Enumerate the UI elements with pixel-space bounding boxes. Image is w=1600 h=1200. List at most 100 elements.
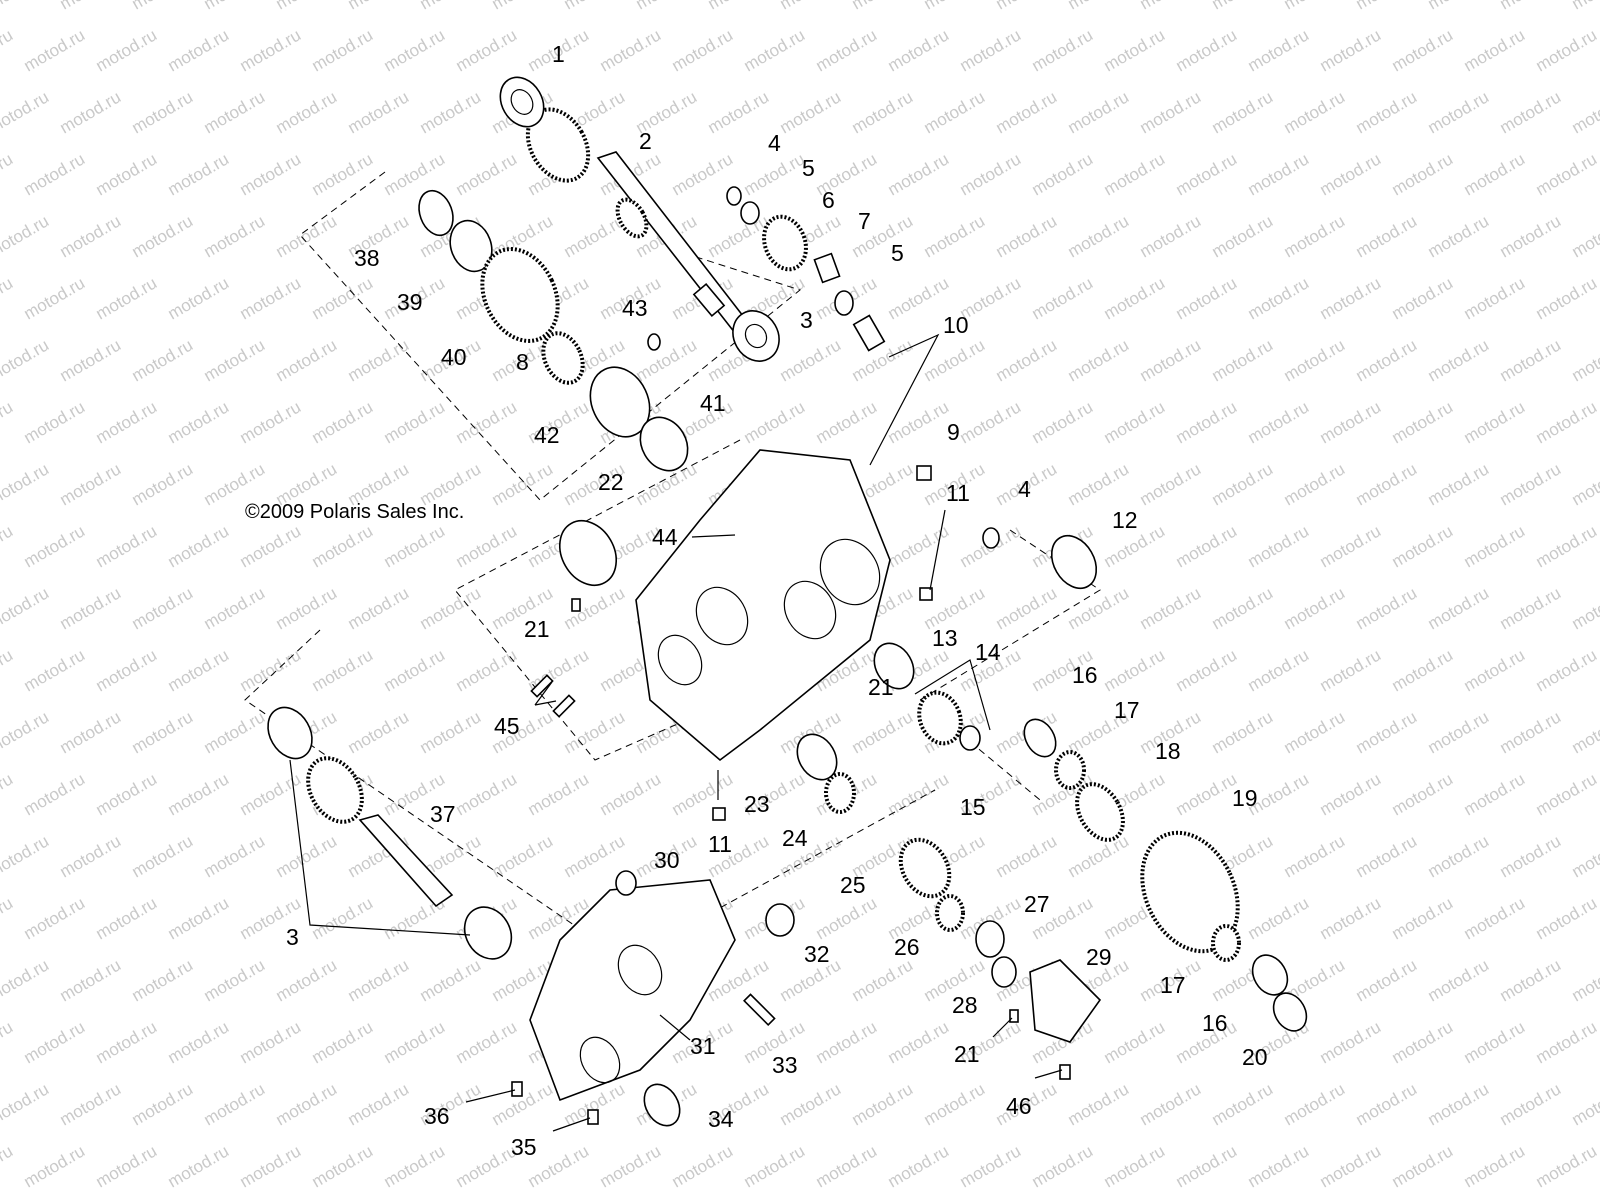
callout-2: 2: [639, 128, 652, 154]
crankcase-44: [635, 449, 891, 762]
leader-11: [929, 509, 946, 591]
callout-27: 27: [1024, 891, 1050, 917]
callout-24: 24: [782, 825, 808, 851]
bolt-35: [587, 1109, 599, 1125]
callout-33: 33: [772, 1052, 798, 1078]
plug-9: [916, 465, 932, 481]
plug-11a: [919, 587, 933, 601]
cap-30: [615, 870, 637, 896]
pin-21b: [1009, 1009, 1019, 1023]
race-16-lower: [1251, 954, 1289, 996]
gear-40: [480, 247, 560, 343]
callout-28: 28: [952, 992, 978, 1018]
callout-21c: 21: [954, 1041, 980, 1067]
callout-34: 34: [708, 1106, 734, 1132]
callout-42: 42: [534, 422, 560, 448]
ring-20: [1272, 992, 1308, 1032]
callout-21a: 21: [524, 616, 550, 642]
race-16-upper: [1023, 718, 1057, 758]
callout-37: 37: [430, 801, 456, 827]
callout-41: 41: [700, 390, 726, 416]
gear-25: [898, 837, 952, 899]
leader-21c: [992, 1017, 1013, 1038]
callout-45: 45: [494, 713, 520, 739]
callout-35: 35: [511, 1134, 537, 1160]
washer-5: [740, 201, 760, 225]
leader-35: [552, 1117, 591, 1132]
callout-31: 31: [690, 1033, 716, 1059]
washer-15: [959, 725, 981, 751]
bearing-17-lower: [1211, 924, 1241, 962]
callout-18: 18: [1155, 738, 1181, 764]
ring-39: [449, 219, 493, 273]
callout-30: 30: [654, 847, 680, 873]
ring-8: [541, 331, 585, 385]
leader-36: [465, 1089, 516, 1103]
callout-9: 9: [947, 419, 960, 445]
callout-43: 43: [622, 295, 648, 321]
race-27: [975, 920, 1005, 958]
callout-32: 32: [804, 941, 830, 967]
leader-46: [1034, 1069, 1063, 1079]
callout-8: 8: [516, 349, 529, 375]
callout-11b: 11: [708, 831, 732, 857]
callout-16b: 16: [1202, 1010, 1228, 1036]
hub-42: [589, 366, 651, 438]
callout-1: 1: [552, 41, 565, 67]
race-23: [796, 733, 838, 781]
callout-21b: 21: [868, 674, 894, 700]
callout-22: 22: [598, 469, 624, 495]
leader-10: [869, 333, 940, 466]
bolt-46: [1059, 1064, 1071, 1080]
plug-11b: [712, 807, 726, 821]
copyright-text: ©2009 Polaris Sales Inc.: [245, 501, 464, 523]
callout-39: 39: [397, 289, 423, 315]
bearing-3-left: [267, 706, 313, 760]
callout-29: 29: [1086, 944, 1112, 970]
ring-28: [991, 956, 1017, 988]
callout-19: 19: [1232, 785, 1258, 811]
seal-13: [873, 642, 915, 690]
bearing-26: [935, 894, 965, 932]
callout-44: 44: [652, 524, 678, 550]
gear-14: [917, 690, 963, 746]
bearing-3-upper: [732, 310, 780, 362]
callout-10: 10: [943, 312, 969, 338]
gear-19: [1140, 830, 1240, 954]
bearing-1: [499, 76, 545, 128]
callout-4: 4: [768, 130, 781, 156]
callout-16: 16: [1072, 662, 1098, 688]
pin-21a: [571, 598, 581, 612]
washer-4: [726, 186, 742, 206]
bolt-33: [743, 993, 776, 1026]
callout-12: 12: [1112, 507, 1138, 533]
bearing-41: [639, 416, 689, 472]
seal-34: [643, 1083, 681, 1127]
callout-15: 15: [960, 794, 986, 820]
callout-5: 5: [802, 155, 815, 181]
guide-box-lower: [244, 629, 936, 961]
bearing-3-lower: [463, 906, 513, 960]
callout-6: 6: [822, 187, 835, 213]
callout-23: 23: [744, 791, 770, 817]
leader-14: [914, 659, 991, 731]
callout-36: 36: [424, 1103, 450, 1129]
cover-29: [1029, 959, 1102, 1043]
seal-22: [558, 520, 618, 586]
washer-5b: [834, 290, 854, 316]
callout-13: 13: [932, 625, 958, 651]
leader-45a: [534, 681, 553, 706]
leader-31: [659, 1014, 691, 1041]
bearing-24: [824, 772, 856, 814]
washer-4b: [982, 527, 1000, 549]
screw-45b: [552, 694, 576, 718]
pin-43: [647, 333, 661, 351]
dowel-10: [852, 314, 886, 352]
callout-46: 46: [1006, 1093, 1032, 1119]
guide-box-middle: [454, 439, 871, 761]
callout-5b: 5: [891, 240, 904, 266]
callout-14: 14: [975, 639, 1001, 665]
